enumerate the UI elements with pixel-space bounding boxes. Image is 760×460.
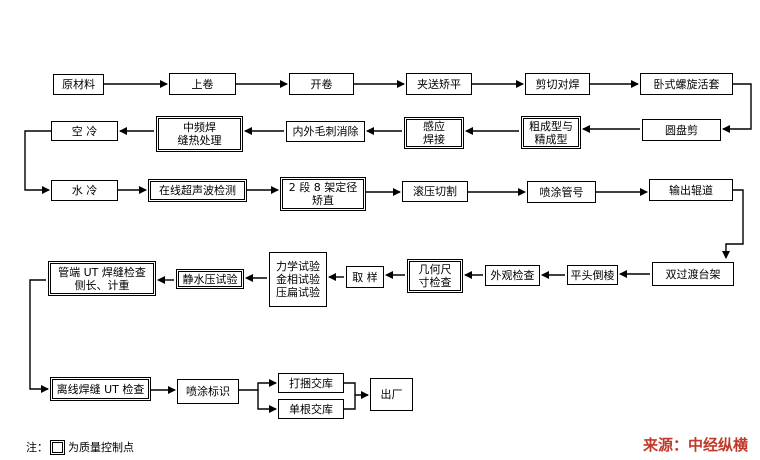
source-label: 来源：中经纵横 — [642, 436, 748, 454]
transfer-node: 双过渡台架 — [652, 262, 734, 286]
pinch-level-node: 夹送矫平 — [406, 73, 472, 95]
dimension-check-node: 几何尺 寸检查 — [407, 259, 463, 293]
single-delivery-node: 单根交库 — [278, 399, 344, 419]
exit-node: 出厂 — [370, 378, 413, 411]
legend-prefix: 注： — [26, 441, 48, 454]
induction-weld-node: 感应 焊接 — [404, 117, 464, 149]
loading-node: 上卷 — [169, 73, 236, 95]
output-table-node: 输出辊道 — [649, 179, 733, 201]
deburr-node: 内外毛刺消除 — [286, 121, 365, 142]
hydro-test-node: 静水压试验 — [176, 269, 244, 289]
lab-tests-node: 力学试验 金相试验 压扁试验 — [269, 252, 327, 307]
online-ut-node: 在线超声波检测 — [148, 179, 247, 202]
quality-control-square-icon — [50, 439, 65, 455]
arrow-air-to-water — [24, 130, 51, 194]
arrow-looper-to-shear — [722, 83, 752, 133]
disc-shear-node: 圆盘剪 — [642, 119, 721, 141]
uncoiling-node: 开卷 — [289, 73, 354, 95]
visual-check-node: 外观检查 — [485, 265, 540, 286]
bundle-delivery-node: 打捆交库 — [278, 373, 344, 393]
forming-node: 粗成型与 精成型 — [521, 116, 581, 149]
arrow-bundle-to-exit — [344, 382, 369, 399]
arrow-endut-to-offline — [29, 279, 49, 393]
legend-label: 为质量控制点 — [68, 441, 134, 454]
mf-heat-treat-node: 中频焊 缝热处理 — [156, 116, 243, 152]
water-cool-node: 水 冷 — [51, 180, 118, 201]
arrow-spray-to-bundle — [239, 379, 277, 391]
sampling-node: 取 样 — [346, 266, 384, 288]
spray-mark-node: 喷涂标识 — [177, 379, 239, 404]
arrow-output-to-transfer — [722, 189, 744, 259]
raw-material-node: 原材料 — [53, 74, 104, 95]
cutting-node: 滚压切割 — [402, 181, 468, 202]
spiral-looper-node: 卧式螺旋活套 — [640, 73, 733, 95]
marking-node: 喷涂管号 — [527, 181, 596, 203]
facing-node: 平头倒棱 — [567, 265, 618, 285]
arrow-spray-to-single — [257, 390, 277, 413]
sizing-node: 2 段 8 架定径 矫直 — [280, 177, 366, 211]
air-cool-node: 空 冷 — [51, 121, 118, 141]
shear-weld-node: 剪切对焊 — [525, 73, 590, 95]
arrow-single-to-exit — [344, 395, 356, 410]
offline-ut-node: 离线焊缝 UT 检查 — [50, 377, 151, 401]
legend: 注： 为质量控制点 — [26, 439, 134, 455]
end-ut-node: 管端 UT 焊缝检查 侧长、计重 — [48, 261, 156, 296]
